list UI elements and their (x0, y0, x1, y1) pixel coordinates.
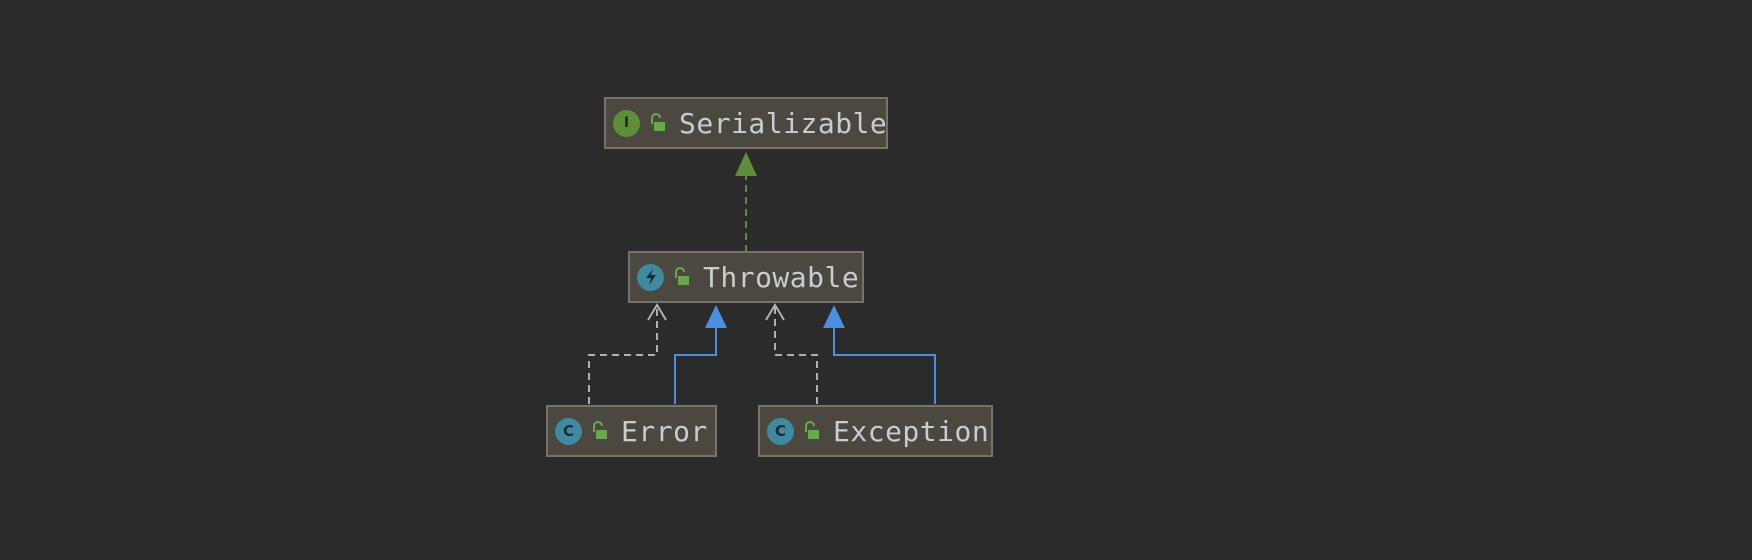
node-throwable[interactable]: Throwable (628, 251, 864, 303)
class-icon: C (555, 417, 582, 445)
lightning-icon (637, 263, 664, 291)
node-label-error: Error (621, 414, 708, 448)
node-label-serializable: Serializable (679, 106, 888, 140)
node-error[interactable]: C Error (546, 405, 717, 457)
node-label-throwable: Throwable (703, 260, 860, 294)
edge-exception-extends-throwable (823, 305, 936, 404)
edge-exception-dependency-throwable (765, 303, 818, 404)
public-access-icon (675, 267, 689, 285)
interface-icon: I (613, 109, 640, 137)
public-access-icon (805, 421, 819, 439)
public-access-icon (593, 421, 607, 439)
edge-throwable-implements-serializable (735, 152, 757, 252)
class-icon: C (767, 417, 794, 445)
node-serializable[interactable]: I Serializable (604, 97, 888, 149)
edge-error-dependency-throwable (588, 303, 667, 404)
node-exception[interactable]: C Exception (758, 405, 993, 457)
node-label-exception: Exception (833, 414, 990, 448)
edge-error-extends-throwable (674, 305, 727, 404)
public-access-icon (651, 113, 665, 131)
